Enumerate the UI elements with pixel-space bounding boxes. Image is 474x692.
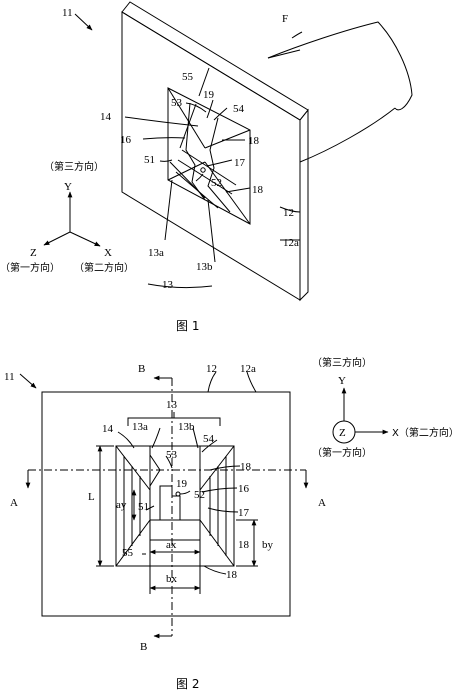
fig2-dim-ax: ax — [166, 539, 177, 551]
hole-13 — [167, 87, 251, 225]
figure-1 — [43, 1, 413, 302]
fig2-ref-14: 14 — [102, 423, 114, 435]
fig1-ref-11: 11 — [62, 7, 73, 19]
fig2-sec-a-right: A — [318, 497, 326, 509]
fig1-ref-17: 17 — [234, 157, 246, 169]
fig2-ref-16: 16 — [238, 483, 250, 495]
fig2-ref-53: 53 — [166, 449, 178, 461]
fig2-ref-55: 55 — [122, 547, 134, 559]
fig2-sec-a-left: A — [10, 497, 18, 509]
fig2-dim-l: L — [88, 491, 95, 503]
pipe-f — [267, 21, 413, 165]
fig2-ref-13b: 13b — [178, 421, 195, 433]
fig2-plate-12 — [41, 391, 291, 617]
fig2-dimensions — [96, 412, 258, 594]
fig1-axis-z: Z — [30, 247, 37, 259]
fig2-leaders — [19, 371, 257, 575]
fig2-ref-52: 52 — [194, 489, 205, 501]
fig1-ref-12a: 12a — [283, 237, 299, 249]
fig1-ref-19: 19 — [203, 89, 215, 101]
fig2-dim-by: by — [262, 539, 274, 551]
fig2-ref-18c: 18 — [226, 569, 238, 581]
fig1-ref-18a: 18 — [248, 135, 260, 147]
fig1-ref-51: 51 — [144, 154, 155, 166]
fig2-ref-11: 11 — [4, 371, 15, 383]
fig1-axis-x: X — [104, 247, 112, 259]
fig1-axes — [43, 191, 101, 247]
fig2-sec-b-bottom: B — [140, 641, 147, 653]
fig1-ref-54: 54 — [233, 103, 245, 115]
figure-2-labels: 11 B 12 12a 13 14 13a 13b 54 53 18 19 16… — [4, 356, 459, 691]
figure-1-labels: 11 F 55 53 19 54 14 16 18 51 17 52 18 12… — [0, 7, 299, 333]
fig2-dim-ay: ay — [116, 499, 127, 511]
fig1-ref-13: 13 — [162, 279, 174, 291]
fig2-axis-z: Z — [339, 427, 346, 439]
fig1-ref-16: 16 — [120, 134, 132, 146]
fig2-ref-12: 12 — [206, 363, 217, 375]
fig2-ref-13: 13 — [166, 399, 178, 411]
fig1-caption: 图 1 — [176, 319, 199, 333]
fig2-dir-third: （第三方向） — [312, 356, 372, 369]
fig1-ref-14: 14 — [100, 111, 112, 123]
fig1-ref-f: F — [282, 13, 288, 25]
fig1-ref-53: 53 — [171, 97, 183, 109]
fig2-dim-bx: bx — [166, 573, 178, 585]
fig2-ref-13a: 13a — [132, 421, 148, 433]
fig2-axes — [332, 387, 389, 444]
fig2-caption: 图 2 — [176, 677, 199, 691]
fig2-ref-18b: 18 — [238, 539, 250, 551]
fig2-ref-19: 19 — [176, 478, 188, 490]
fig1-axis-y: Y — [64, 181, 72, 193]
fig1-dir-second: （第二方向） — [74, 261, 134, 274]
fig1-dir-third: （第三方向） — [44, 160, 104, 173]
fig1-dir-first: （第一方向） — [0, 261, 60, 274]
fig2-axis-y: Y — [338, 375, 346, 387]
fig2-ref-17: 17 — [238, 507, 250, 519]
fig1-ref-13a: 13a — [148, 247, 164, 259]
fig1-leaders — [74, 13, 303, 289]
fig1-ref-52: 52 — [211, 177, 222, 189]
fig2-axis-x: X（第二方向） — [392, 426, 459, 439]
figure-2 — [19, 371, 389, 639]
fig2-section-lines — [28, 378, 306, 636]
fig1-ref-12: 12 — [283, 207, 294, 219]
fig2-dir-first: （第一方向） — [312, 446, 372, 459]
fig2-section-arrows — [25, 375, 309, 639]
fig2-ref-18a: 18 — [240, 461, 252, 473]
fig1-ref-13b: 13b — [196, 261, 213, 273]
fig2-ref-51: 51 — [138, 501, 149, 513]
fig2-ref-12a: 12a — [240, 363, 256, 375]
fig2-sec-b-top: B — [138, 363, 145, 375]
fig1-ref-18b: 18 — [252, 184, 264, 196]
fig1-ref-55: 55 — [182, 71, 194, 83]
fig2-ref-54: 54 — [203, 433, 215, 445]
